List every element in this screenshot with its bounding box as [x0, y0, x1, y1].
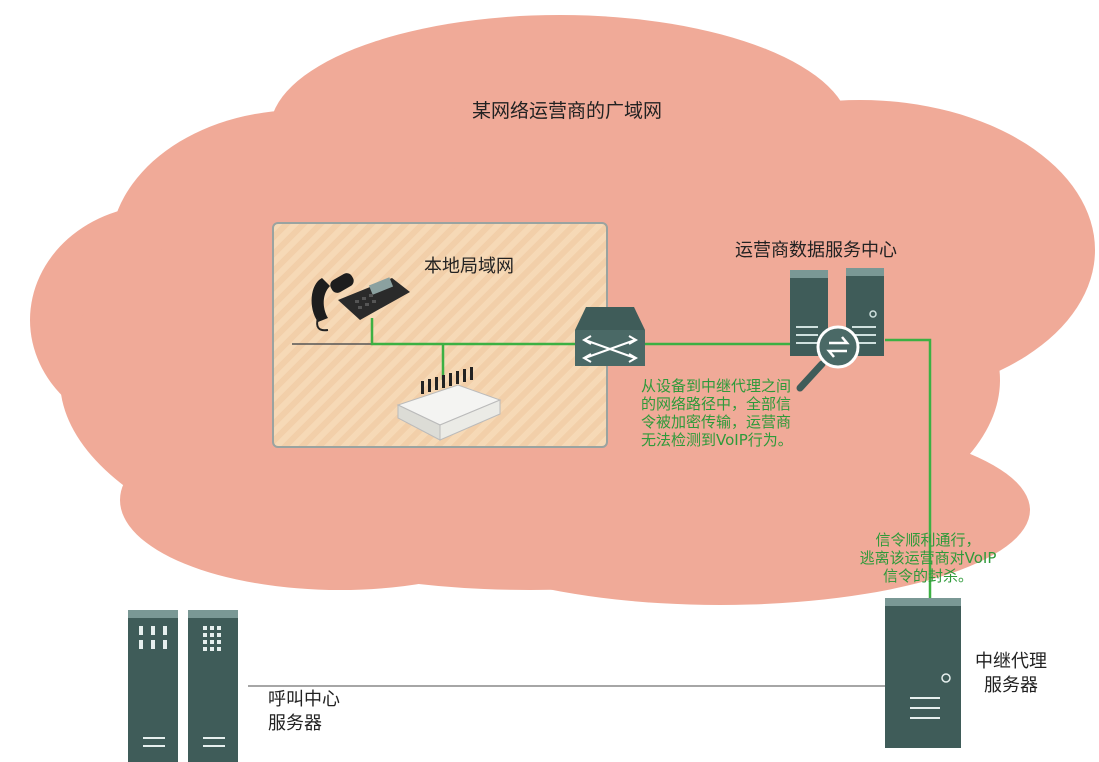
- wan-cloud: [30, 15, 1095, 605]
- callcenter-server-label: 呼叫中心 服务器: [268, 688, 340, 736]
- label-line: 呼叫中心: [268, 689, 340, 710]
- note-line: 的网络路径中，全部信: [641, 395, 792, 413]
- note-line: 从设备到中继代理之间: [641, 377, 792, 395]
- relay-server-icon: [885, 598, 961, 748]
- note-line: 无法检测到VoIP行为。: [641, 431, 793, 449]
- note-line: 逃离该运营商对VoIP: [859, 549, 997, 567]
- ip-phone-icon: [311, 273, 410, 332]
- relay-server-label: 中继代理 服务器: [975, 650, 1047, 698]
- passthrough-note: 信令顺利通行， 逃离该运营商对VoIP 信令的封杀。: [846, 531, 1010, 585]
- note-line: 令被加密传输，运营商: [641, 413, 792, 431]
- encrypted-links: [370, 318, 932, 600]
- label-line: 服务器: [984, 675, 1038, 696]
- datacenter-to-relay-link: [885, 338, 932, 600]
- encrypted-signaling-note: 从设备到中继代理之间 的网络路径中，全部信 令被加密传输，运营商 无法检测到Vo…: [641, 377, 793, 449]
- cloud-title: 某网络运营商的广域网: [472, 100, 663, 122]
- note-line: 信令的封杀。: [882, 567, 973, 585]
- lan-title: 本地局域网: [424, 256, 514, 277]
- datacenter-servers-icon: [790, 268, 884, 392]
- phone-link: [370, 318, 575, 346]
- label-line: 服务器: [268, 713, 322, 734]
- note-line: 信令顺利通行，: [875, 531, 981, 549]
- label-line: 中继代理: [975, 651, 1047, 672]
- voip-gateway-icon: [396, 367, 502, 441]
- callcenter-server-icon: [128, 610, 238, 762]
- network-switch-icon: [575, 307, 645, 366]
- datacenter-title: 运营商数据服务中心: [735, 240, 897, 261]
